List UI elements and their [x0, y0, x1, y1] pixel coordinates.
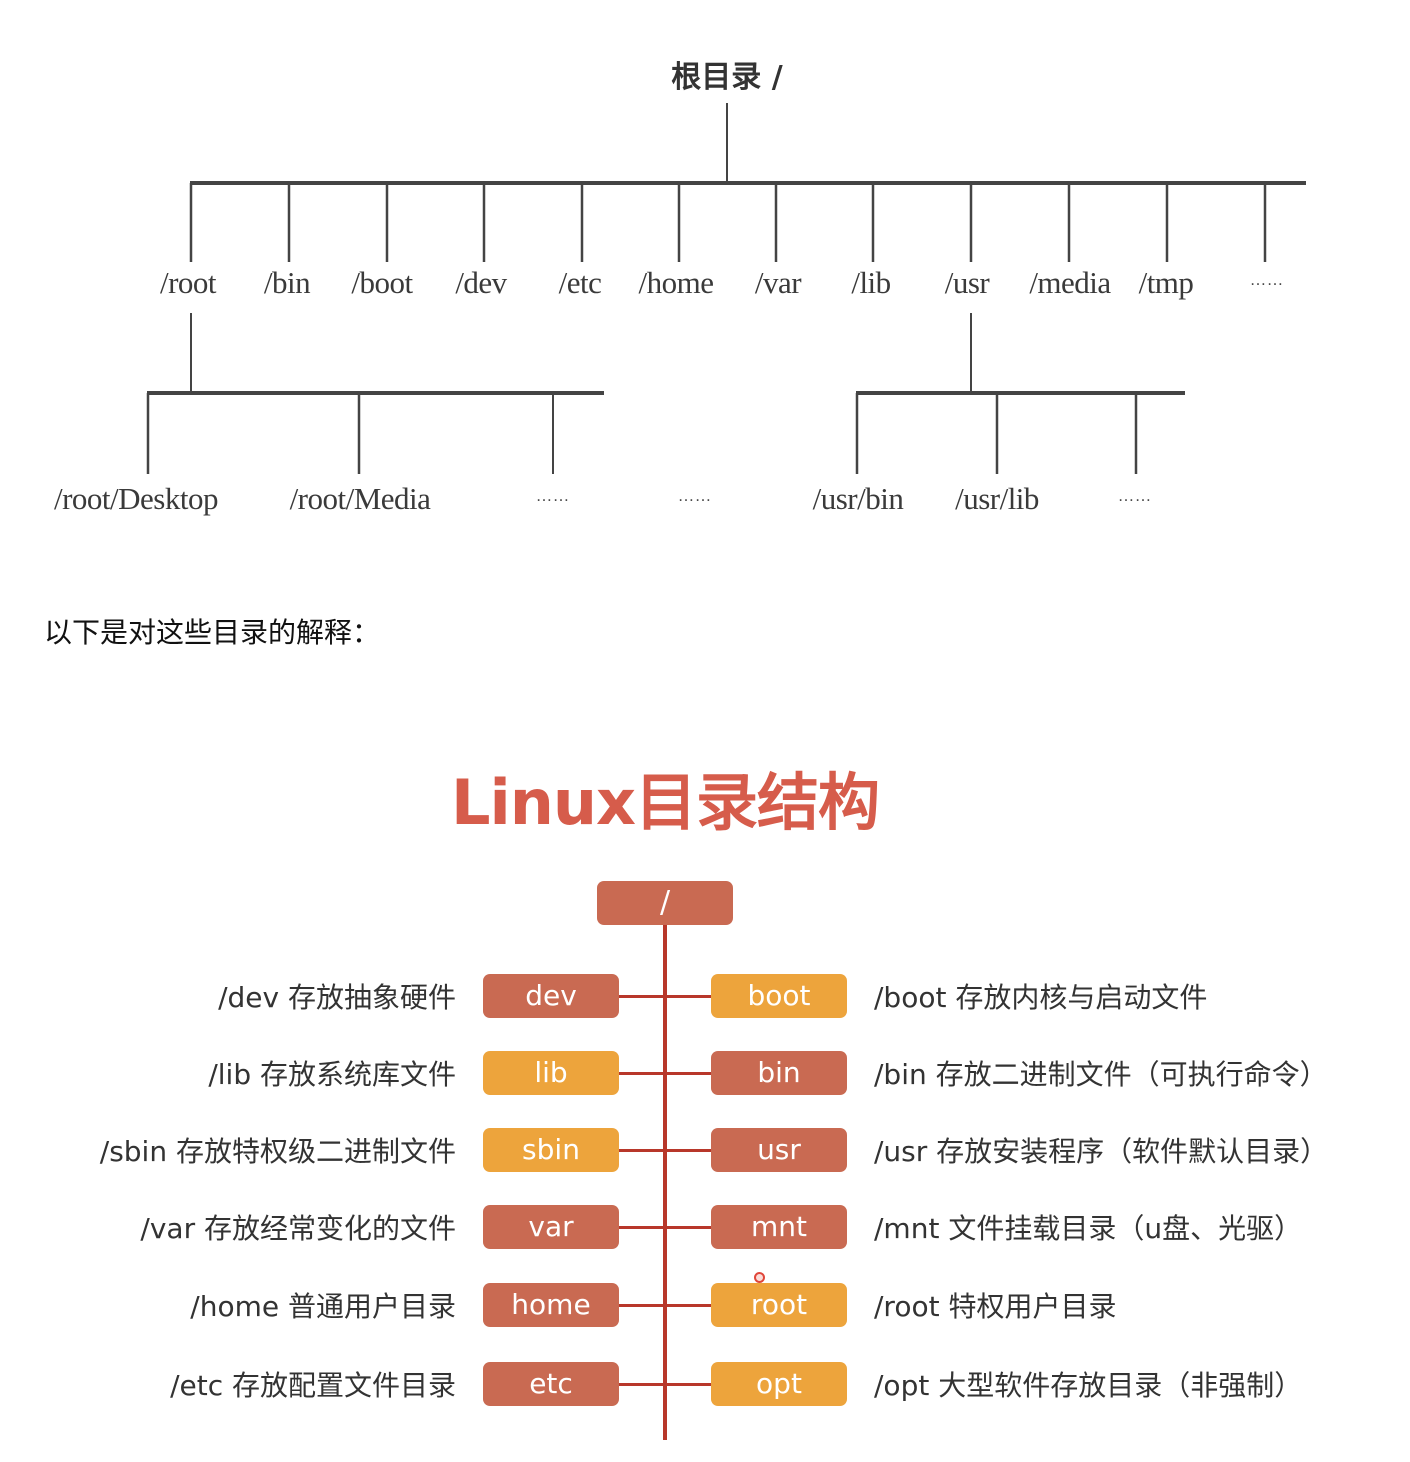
tree-node-more: ……	[1250, 272, 1284, 289]
tree-node-bin: /bin	[263, 265, 311, 300]
right-description: /mnt 文件挂载目录（u盘、光驱）	[874, 1212, 1303, 1245]
dir-node-mnt: mnt	[711, 1205, 847, 1249]
tree-node-dev: /dev	[455, 265, 507, 300]
tree-node-root: /root	[159, 265, 217, 300]
right-description: /root 特权用户目录	[874, 1290, 1117, 1323]
dir-node-etc: etc	[483, 1362, 619, 1406]
cursor-marker-icon	[754, 1272, 765, 1283]
right-description: /boot 存放内核与启动文件	[874, 981, 1208, 1014]
left-description: /etc 存放配置文件目录	[170, 1369, 456, 1402]
tree-level1-stems	[189, 183, 1267, 262]
row-connector	[619, 1149, 712, 1152]
dir-node-sbin: sbin	[483, 1128, 619, 1172]
right-description: /usr 存放安装程序（软件默认目录）	[874, 1135, 1329, 1168]
left-description: /var 存放经常变化的文件	[140, 1212, 456, 1245]
tree-node-media: /media	[1029, 265, 1111, 300]
tree-node-home: /home	[638, 265, 715, 300]
tree-node-boot: /boot	[351, 265, 413, 300]
tree-node-usr-lib: /usr/lib	[955, 481, 1039, 516]
tree-node-usr-more: ……	[1118, 488, 1152, 505]
tree-node-root-more: ……	[536, 488, 570, 505]
row-connector	[619, 1072, 712, 1075]
left-description: /lib 存放系统库文件	[208, 1058, 456, 1091]
tree-node-etc: /etc	[558, 265, 602, 300]
intro-text: 以下是对这些目录的解释：	[44, 616, 381, 649]
directory-tree-lines	[146, 103, 1306, 474]
dir-node-bin: bin	[711, 1051, 847, 1095]
tree-node-root-desktop: /root/Desktop	[54, 481, 219, 516]
tree-node-var: /var	[754, 265, 802, 300]
tree-node-lib: /lib	[851, 265, 891, 300]
tree-node-usr: /usr	[944, 265, 990, 300]
root-node: /	[597, 881, 733, 925]
row-connector	[619, 1304, 712, 1307]
dir-node-lib: lib	[483, 1051, 619, 1095]
left-description: /sbin 存放特权级二进制文件	[99, 1135, 456, 1168]
tree-node-usr-bin: /usr/bin	[812, 481, 904, 516]
row-connector	[619, 1383, 712, 1386]
dir-node-home: home	[483, 1283, 619, 1327]
right-description: /bin 存放二进制文件（可执行命令）	[874, 1058, 1328, 1091]
tree-node-tmp: /tmp	[1138, 265, 1194, 300]
dir-node-root: root	[711, 1283, 847, 1327]
dir-node-var: var	[483, 1205, 619, 1249]
tree-root-label: 根目录 /	[671, 60, 783, 95]
diagram-title: Linux目录结构	[450, 766, 880, 839]
tree-node-root-media: /root/Media	[289, 481, 431, 516]
row-connector	[619, 995, 712, 998]
dir-node-opt: opt	[711, 1362, 847, 1406]
dir-node-dev: dev	[483, 974, 619, 1018]
diagram-spine	[663, 922, 667, 1440]
right-description: /opt 大型软件存放目录（非强制）	[874, 1369, 1303, 1402]
dir-node-boot: boot	[711, 974, 847, 1018]
left-description: /dev 存放抽象硬件	[218, 981, 456, 1014]
dir-node-usr: usr	[711, 1128, 847, 1172]
row-connector	[619, 1226, 712, 1229]
left-description: /home 普通用户目录	[190, 1290, 456, 1323]
tree-node-between-more: ……	[678, 488, 712, 505]
